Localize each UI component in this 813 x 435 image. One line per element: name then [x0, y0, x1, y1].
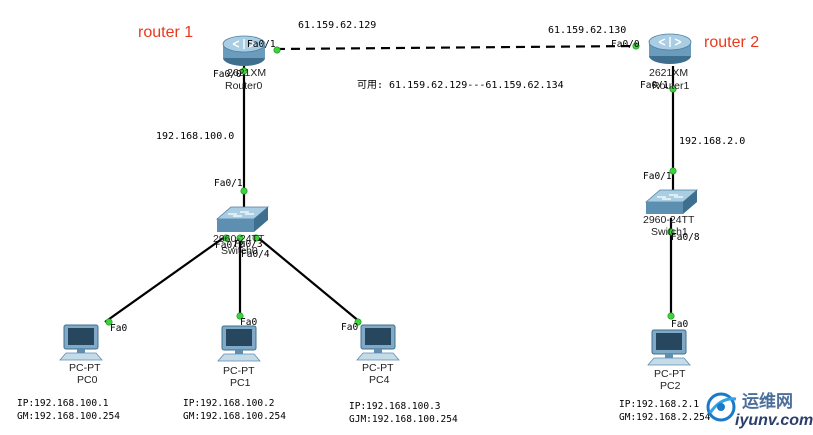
- switch1-port-8: Fa0/8: [671, 232, 700, 243]
- pc2-gateway: GM:192.168.2.254: [619, 412, 711, 423]
- switch1-name: Switch1: [651, 226, 688, 238]
- router0-port-lan: Fa0/0: [213, 69, 242, 80]
- router0-name: Router0: [225, 80, 263, 92]
- pc4-name: PC4: [369, 374, 390, 386]
- pc0-name: PC0: [77, 374, 98, 386]
- watermark-url: iyunv.com: [735, 412, 813, 429]
- switch0-port-uplink: Fa0/1: [214, 178, 243, 189]
- pc1-gateway: GM:192.168.100.254: [183, 411, 286, 422]
- pc2-ip: IP:192.168.2.1: [619, 399, 700, 410]
- pc0-type: PC-PT: [69, 362, 101, 374]
- watermark-logo-icon: [706, 392, 737, 422]
- pc2-port: Fa0: [671, 319, 689, 330]
- wan-left-address: 61.159.62.129: [298, 20, 377, 31]
- router0-icon[interactable]: [222, 35, 266, 66]
- router0-model: 2621XM: [227, 67, 267, 79]
- router1-port-lan: Fa0/1: [640, 80, 669, 91]
- router1-icon[interactable]: [648, 33, 692, 64]
- pc1-port: Fa0: [240, 317, 258, 328]
- router0-port-wan: Fa0/1: [247, 39, 276, 50]
- pc1-type: PC-PT: [223, 365, 255, 377]
- link-switch0-pc4: [255, 235, 361, 323]
- watermark-title: 运维网: [742, 392, 793, 411]
- switch1-port-uplink: Fa0/1: [643, 171, 672, 182]
- pc0-icon[interactable]: [59, 324, 103, 361]
- router1-name: Router1: [652, 80, 690, 92]
- router1-tag: router 1: [138, 24, 194, 41]
- switch0-port-2: Fa0/2: [215, 240, 244, 251]
- port-lights: [105, 42, 677, 326]
- pc2-name: PC2: [660, 380, 681, 392]
- link-router0-router1: [275, 44, 637, 51]
- pc2-type: PC-PT: [654, 368, 686, 380]
- switch1-icon[interactable]: [644, 189, 699, 214]
- router1-model: 2621XM: [649, 67, 689, 79]
- pc4-icon[interactable]: [356, 324, 400, 361]
- pc1-ip: IP:192.168.100.2: [183, 398, 275, 409]
- link-switch0-pc0: [104, 235, 227, 323]
- pc4-gateway: GJM:192.168.100.254: [349, 414, 458, 425]
- pc4-type: PC-PT: [362, 362, 394, 374]
- pc0-port: Fa0: [110, 323, 128, 334]
- pc1-name: PC1: [230, 377, 251, 389]
- router1-port-wan: Fa0/0: [611, 39, 640, 50]
- lan1-network: 192.168.100.0: [156, 131, 235, 142]
- lan2-network: 192.168.2.0: [679, 136, 746, 147]
- pc1-icon[interactable]: [217, 325, 261, 362]
- switch0-port-3: Fa0/3: [234, 239, 263, 250]
- pc4-ip: IP:192.168.100.3: [349, 401, 441, 412]
- pc2-icon[interactable]: [647, 329, 691, 366]
- pc0-ip: IP:192.168.100.1: [17, 398, 109, 409]
- switch0-model: 2960-24TT: [213, 233, 265, 245]
- switch0-port-4: Fa0/4: [241, 249, 270, 260]
- pc0-gateway: GM:192.168.100.254: [17, 411, 120, 422]
- pc4-port: Fa0: [341, 322, 359, 333]
- router2-tag: router 2: [704, 34, 760, 51]
- switch0-icon[interactable]: [215, 206, 270, 232]
- switch1-model: 2960-24TT: [643, 214, 695, 226]
- wan-usable-range: 可用: 61.159.62.129---61.159.62.134: [357, 80, 564, 91]
- wan-right-address: 61.159.62.130: [548, 25, 627, 36]
- switch0-name: Switch0: [221, 245, 258, 257]
